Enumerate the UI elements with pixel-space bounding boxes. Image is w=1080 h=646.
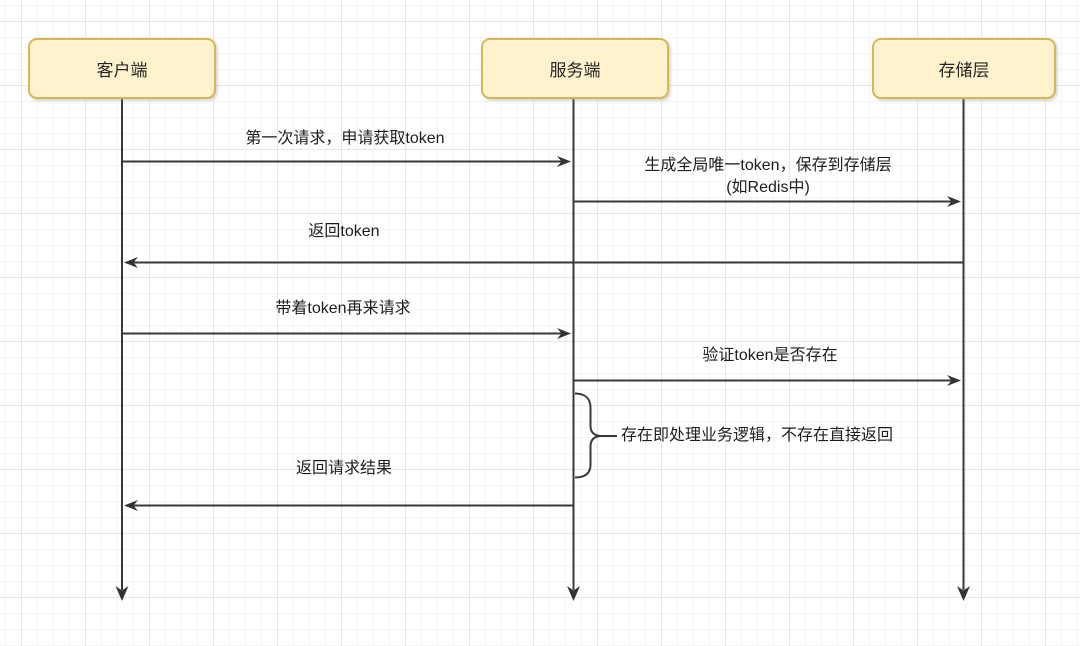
message-arrow-return-token: [124, 257, 964, 268]
actor-client: 客户端: [28, 38, 216, 99]
message-arrow-return-result: [124, 500, 574, 511]
actor-storage-label: 存储层: [938, 61, 990, 80]
actor-server: 服务端: [481, 38, 669, 99]
message-arrow-request-token: [122, 156, 571, 167]
actor-storage: 存储层: [872, 38, 1056, 99]
annotation-label: 存在即处理业务逻辑，不存在直接返回: [621, 427, 894, 444]
message-label-verify-token: 验证token是否存在: [702, 347, 838, 364]
actor-client-label: 客户端: [96, 61, 148, 80]
message-label-request-token: 第一次请求，申请获取token: [245, 130, 445, 147]
message-label-generate-token: 生成全局唯一token，保存到存储层 (如Redis中): [644, 157, 892, 196]
message-arrow-verify-token: [573, 375, 961, 386]
message-arrow-request-with-token: [122, 328, 571, 339]
message-label-return-result: 返回请求结果: [295, 460, 393, 477]
actor-server-label: 服务端: [549, 61, 601, 80]
message-label-return-token: 返回token: [308, 223, 380, 240]
annotation-brace: [574, 392, 617, 479]
lifeline-client: [115, 99, 129, 601]
message-label-request-with-token: 带着token再来请求: [275, 300, 411, 317]
message-arrow-generate-token: [573, 196, 961, 207]
lifeline-server: [567, 99, 580, 601]
lifeline-storage: [957, 99, 970, 601]
